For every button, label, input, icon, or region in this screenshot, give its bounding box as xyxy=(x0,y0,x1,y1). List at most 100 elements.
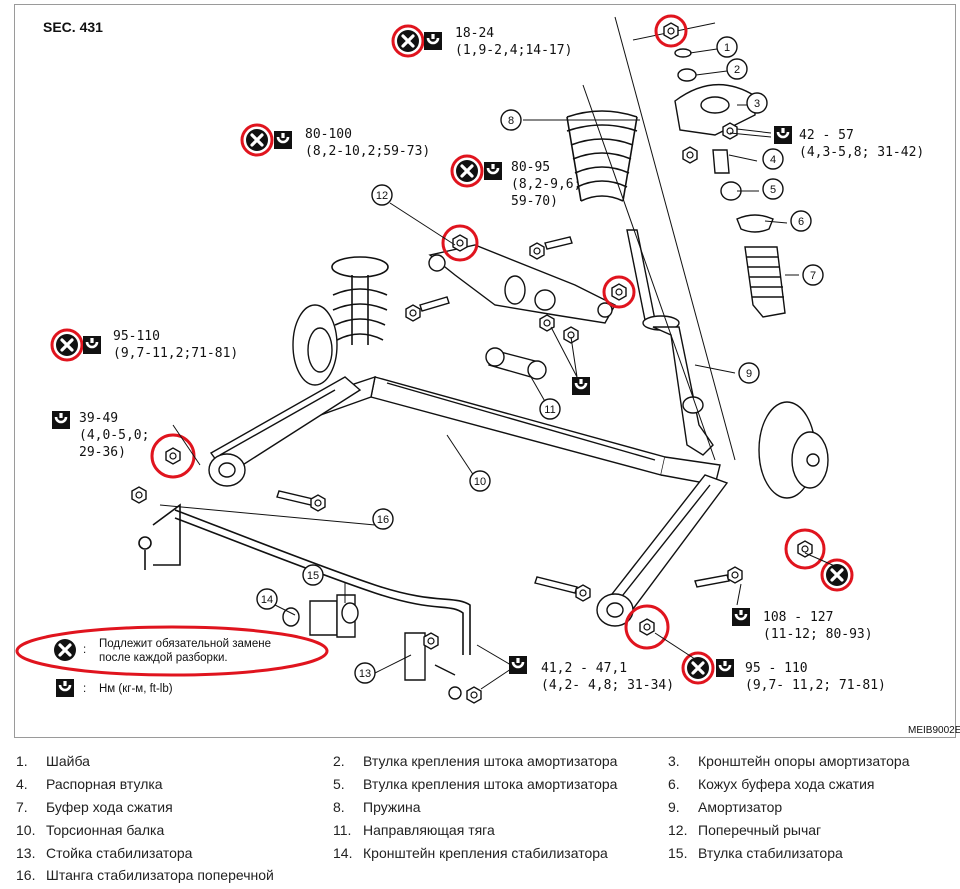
part-name: Втулка крепления штока амортизатора xyxy=(363,753,618,769)
legend-replace-colon: : xyxy=(83,644,87,656)
part-number: 10. xyxy=(16,822,36,838)
callout-numbers: 1 2 3 4 5 6 7 8 9 10 11 12 13 14 15 16 xyxy=(261,42,816,680)
part-name: Кронштейн крепления стабилизатора xyxy=(363,845,608,861)
lateral-link xyxy=(428,244,616,324)
callout-12: 12 xyxy=(376,190,388,202)
part-number: 9. xyxy=(668,799,680,815)
left-spring xyxy=(331,256,389,345)
shock-upper-parts xyxy=(674,48,786,318)
callout-11: 11 xyxy=(544,404,555,416)
parts-list-item: 3. Кронштейн опоры амортизатора xyxy=(668,752,909,770)
torque-label-4: 42 - 57(4,3-5,8; 31-42) xyxy=(799,128,925,160)
part-name: Направляющая тяга xyxy=(363,822,495,838)
callout-14: 14 xyxy=(261,594,273,606)
left-trailing-arm xyxy=(208,376,362,487)
parts-list-item: 15. Втулка стабилизатора xyxy=(668,844,843,862)
figure-code: MEIB9002E xyxy=(908,725,960,736)
callout-15: 15 xyxy=(307,570,319,582)
parts-list-item: 8.Пружина xyxy=(333,798,421,816)
stabilizer-bar xyxy=(138,503,471,655)
parts-list-item: 2.Втулка крепления штока амортизатора xyxy=(333,752,617,770)
left-hub xyxy=(292,304,338,386)
torque-label-9: 41,2 - 47,1(4,2- 4,8; 31-34) xyxy=(541,661,675,693)
callout-4: 4 xyxy=(770,154,776,166)
parts-list: 1. Шайба 2.Втулка крепления штока амортиза… xyxy=(0,748,960,889)
parts-list-item: 7. Буфер хода сжатия xyxy=(16,798,173,816)
part-name: Пружина xyxy=(363,799,421,815)
torque-label-1: 18-24(1,9-2,4;14-17) xyxy=(455,26,573,58)
torque-label-2: 80-100(8,2-10,2;59-73) xyxy=(305,127,431,159)
part-name: Втулка крепления штока амортизатора xyxy=(363,776,618,792)
diagram-frame: SEC. 431 xyxy=(14,4,960,738)
part-number: 16. xyxy=(16,867,36,883)
legend-torque-colon: : xyxy=(83,683,87,695)
callout-10: 10 xyxy=(474,476,486,488)
torque-label-6: 39-49(4,0-5,0;29-36) xyxy=(79,411,150,460)
suspension-exploded-diagram: 1 2 3 4 5 6 7 8 9 10 11 12 13 14 15 16 xyxy=(15,14,854,704)
part-number: 6. xyxy=(668,776,680,792)
torsion-beam xyxy=(314,375,721,486)
section-label: SEC. 431 xyxy=(43,19,103,35)
part-number: 13. xyxy=(16,845,36,861)
part-name: Шайба xyxy=(46,753,90,769)
torque-label-8: 95 - 110(9,7- 11,2; 71-81) xyxy=(745,661,886,693)
callout-3: 3 xyxy=(754,98,760,110)
assembly-axis-line xyxy=(582,84,716,461)
torque-label-5: 95-110(9,7-11,2;71-81) xyxy=(113,329,239,361)
legend-highlight xyxy=(15,625,329,677)
parts-list-item: 13. Стойка стабилизатора xyxy=(16,844,192,862)
leader-lines xyxy=(159,48,838,690)
callout-2: 2 xyxy=(734,64,740,76)
callout-13: 13 xyxy=(359,668,371,680)
part-number: 14. xyxy=(333,845,353,861)
part-name: Штанга стабилизатора поперечной xyxy=(46,867,274,883)
callout-5: 5 xyxy=(770,184,776,196)
parts-list-item: 16. Штанга стабилизатора поперечной xyxy=(16,866,274,884)
torque-label-7: 108 - 127(11-12; 80-93) xyxy=(763,610,873,642)
bolts xyxy=(131,122,743,704)
parts-list-item: 1. Шайба xyxy=(16,752,90,770)
callout-16: 16 xyxy=(377,514,389,526)
part-number: 11. xyxy=(333,822,352,838)
part-number: 1. xyxy=(16,753,28,769)
stabilizer-bracket xyxy=(282,594,359,638)
callout-7: 7 xyxy=(810,270,816,282)
shock-absorber xyxy=(626,229,714,456)
parts-list-item: 9. Амортизатор xyxy=(668,798,782,816)
part-number: 12. xyxy=(668,822,688,838)
parts-list-item: 10. Торсионная балка xyxy=(16,821,164,839)
part-name: Стойка стабилизатора xyxy=(46,845,193,861)
callout-1: 1 xyxy=(724,42,730,54)
parts-list-item: 4. Распорная втулка xyxy=(16,775,163,793)
callout-6: 6 xyxy=(798,216,804,228)
stabilizer-link xyxy=(404,632,462,700)
parts-list-item: 5. Втулка крепления штока амортизатора xyxy=(333,775,617,793)
legend-torque-units: Нм (кг-м, ft-lb) xyxy=(99,683,173,695)
right-hub xyxy=(758,401,829,499)
parts-list-item: 6. Кожух буфера хода сжатия xyxy=(668,775,875,793)
part-name: Кожух буфера хода сжатия xyxy=(698,776,875,792)
callout-9: 9 xyxy=(746,368,752,380)
part-number: 3. xyxy=(668,753,680,769)
parts-list-item: 11. Направляющая тяга xyxy=(333,821,495,839)
right-trailing-arm xyxy=(596,474,729,627)
part-name: Поперечный рычаг xyxy=(698,822,822,838)
callout-badges xyxy=(256,36,824,684)
part-name: Буфер хода сжатия xyxy=(46,799,173,815)
replace-marks xyxy=(50,24,854,685)
parts-list-item: 14. Кронштейн крепления стабилизатора xyxy=(333,844,608,862)
part-number: 4. xyxy=(16,776,28,792)
callout-8: 8 xyxy=(508,115,514,127)
part-name: Распорная втулка xyxy=(46,776,163,792)
part-name: Амортизатор xyxy=(698,799,783,815)
part-name: Втулка стабилизатора xyxy=(698,845,843,861)
part-number: 15. xyxy=(668,845,688,861)
guide-link xyxy=(485,347,547,380)
part-number: 7. xyxy=(16,799,28,815)
part-name: Кронштейн опоры амортизатора xyxy=(698,753,910,769)
torque-label-3: 80-95(8,2-9,6;59-70) xyxy=(511,160,582,209)
assembly-axis-line-2 xyxy=(614,16,736,461)
part-number: 5. xyxy=(333,776,345,792)
part-name: Торсионная балка xyxy=(46,822,165,838)
